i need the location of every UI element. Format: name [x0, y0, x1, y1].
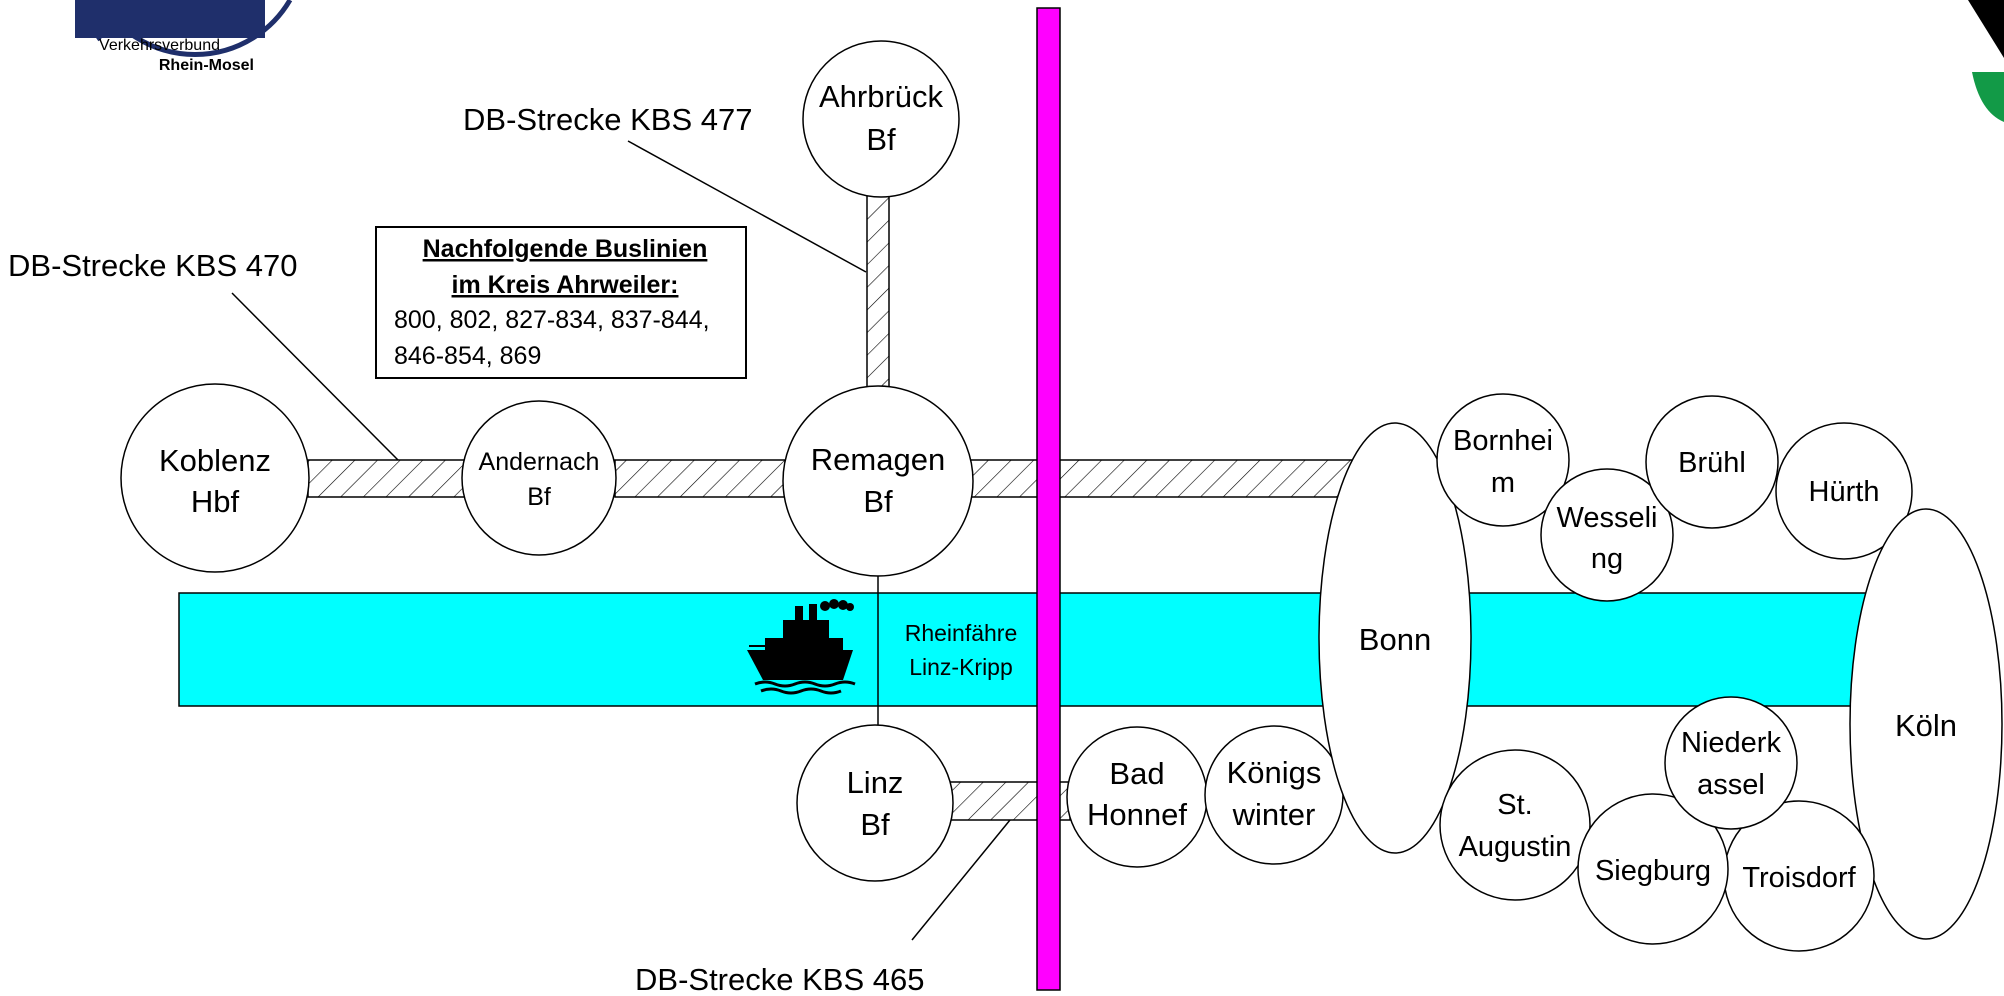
- info-box: Nachfolgende Buslinien im Kreis Ahrweile…: [375, 226, 747, 379]
- station-bruehl: Brühl: [1645, 395, 1779, 529]
- station-koeln: Köln: [1849, 508, 2003, 940]
- station-ahrbrueck-line1: Ahrbrück: [819, 79, 944, 114]
- station-siegburg: Siegburg: [1577, 793, 1729, 945]
- station-st-augustin-line1: St.: [1497, 789, 1532, 821]
- station-ahrbrueck-line2: Bf: [866, 122, 896, 157]
- ship-icon: [747, 599, 856, 695]
- station-wesseling-line1: Wesseli: [1557, 502, 1658, 534]
- station-siegburg-label: Siegburg: [1595, 855, 1711, 887]
- station-niederkassel: Niederk assel: [1664, 696, 1798, 830]
- station-koenigswinter: Königs winter: [1204, 725, 1344, 865]
- station-linz-line2: Bf: [860, 807, 890, 842]
- station-bonn: Bonn: [1318, 422, 1472, 854]
- station-st-augustin-line2: Augustin: [1459, 831, 1572, 863]
- station-bad-honnef-line1: Bad: [1109, 756, 1164, 791]
- station-andernach: Andernach Bf: [461, 400, 617, 556]
- rail-remagen-bonn: [969, 459, 1361, 498]
- station-bornheim-line1: Bornhei: [1453, 425, 1553, 457]
- station-andernach-line2: Bf: [527, 483, 551, 511]
- station-bonn-label: Bonn: [1359, 622, 1431, 657]
- station-koenigswinter-line2: winter: [1232, 797, 1316, 832]
- ferry-label-line1: Rheinfähre: [905, 620, 1018, 646]
- vrm-logo-line2: Rhein-Mosel: [159, 57, 254, 74]
- station-bad-honnef-line2: Honnef: [1087, 797, 1187, 832]
- info-box-lines-line1: 800, 802, 827-834, 837-844,: [394, 306, 710, 334]
- station-andernach-line1: Andernach: [479, 448, 600, 476]
- vrm-logo-line1: Verkehrsverbund: [99, 37, 220, 54]
- station-linz-line1: Linz: [847, 765, 904, 800]
- station-koenigswinter-line1: Königs: [1227, 755, 1322, 790]
- station-bad-honnef: Bad Honnef: [1066, 726, 1208, 868]
- station-bornheim: Bornhei m: [1436, 393, 1570, 527]
- leader-kbs465: [911, 819, 1011, 941]
- station-st-augustin: St. Augustin: [1439, 749, 1591, 901]
- station-koblenz-line2: Hbf: [191, 484, 240, 519]
- leader-kbs470: [231, 292, 399, 461]
- station-linz: Linz Bf: [796, 724, 954, 882]
- leader-kbs477: [627, 140, 867, 273]
- station-troisdorf-label: Troisdorf: [1742, 862, 1856, 894]
- station-koblenz: Koblenz Hbf: [120, 383, 310, 573]
- station-ahrbrueck: Ahrbrück Bf: [802, 40, 960, 198]
- route-label-kbs477: DB-Strecke KBS 477: [463, 102, 752, 137]
- rhine-river: [178, 592, 1880, 707]
- ferry-label-line2: Linz-Kripp: [909, 654, 1013, 680]
- station-huerth: Hürth: [1775, 422, 1913, 560]
- network-boundary: [1036, 7, 1061, 991]
- station-remagen-line1: Remagen: [811, 442, 945, 477]
- station-niederkassel-line2: assel: [1697, 769, 1765, 801]
- rail-andernach-remagen: [614, 459, 786, 498]
- info-box-title-line1: Nachfolgende Buslinien: [423, 235, 708, 263]
- vrm-logo: Verkehrsverbund Rhein-Mosel: [75, 0, 293, 74]
- station-koeln-label: Köln: [1895, 708, 1957, 743]
- station-koblenz-line1: Koblenz: [159, 443, 271, 478]
- rail-remagen-ahrbrueck: [866, 192, 890, 391]
- station-remagen-line2: Bf: [863, 484, 893, 519]
- station-troisdorf: Troisdorf: [1723, 800, 1875, 952]
- station-remagen: Remagen Bf: [782, 385, 974, 577]
- route-label-kbs465: DB-Strecke KBS 465: [635, 962, 924, 996]
- info-box-lines-line2: 846-854, 869: [394, 342, 541, 370]
- rail-koblenz-andernach: [307, 459, 469, 498]
- station-niederkassel-line1: Niederk: [1681, 727, 1781, 759]
- vrs-logo: [1968, 0, 2004, 122]
- route-label-kbs470: DB-Strecke KBS 470: [8, 248, 297, 283]
- station-wesseling-line2: ng: [1591, 543, 1623, 575]
- station-wesseling: Wesseli ng: [1540, 468, 1674, 602]
- station-bornheim-line2: m: [1491, 467, 1515, 499]
- info-box-title-line2: im Kreis Ahrweiler:: [452, 271, 679, 299]
- station-huerth-label: Hürth: [1809, 476, 1880, 508]
- station-bruehl-label: Brühl: [1678, 447, 1746, 479]
